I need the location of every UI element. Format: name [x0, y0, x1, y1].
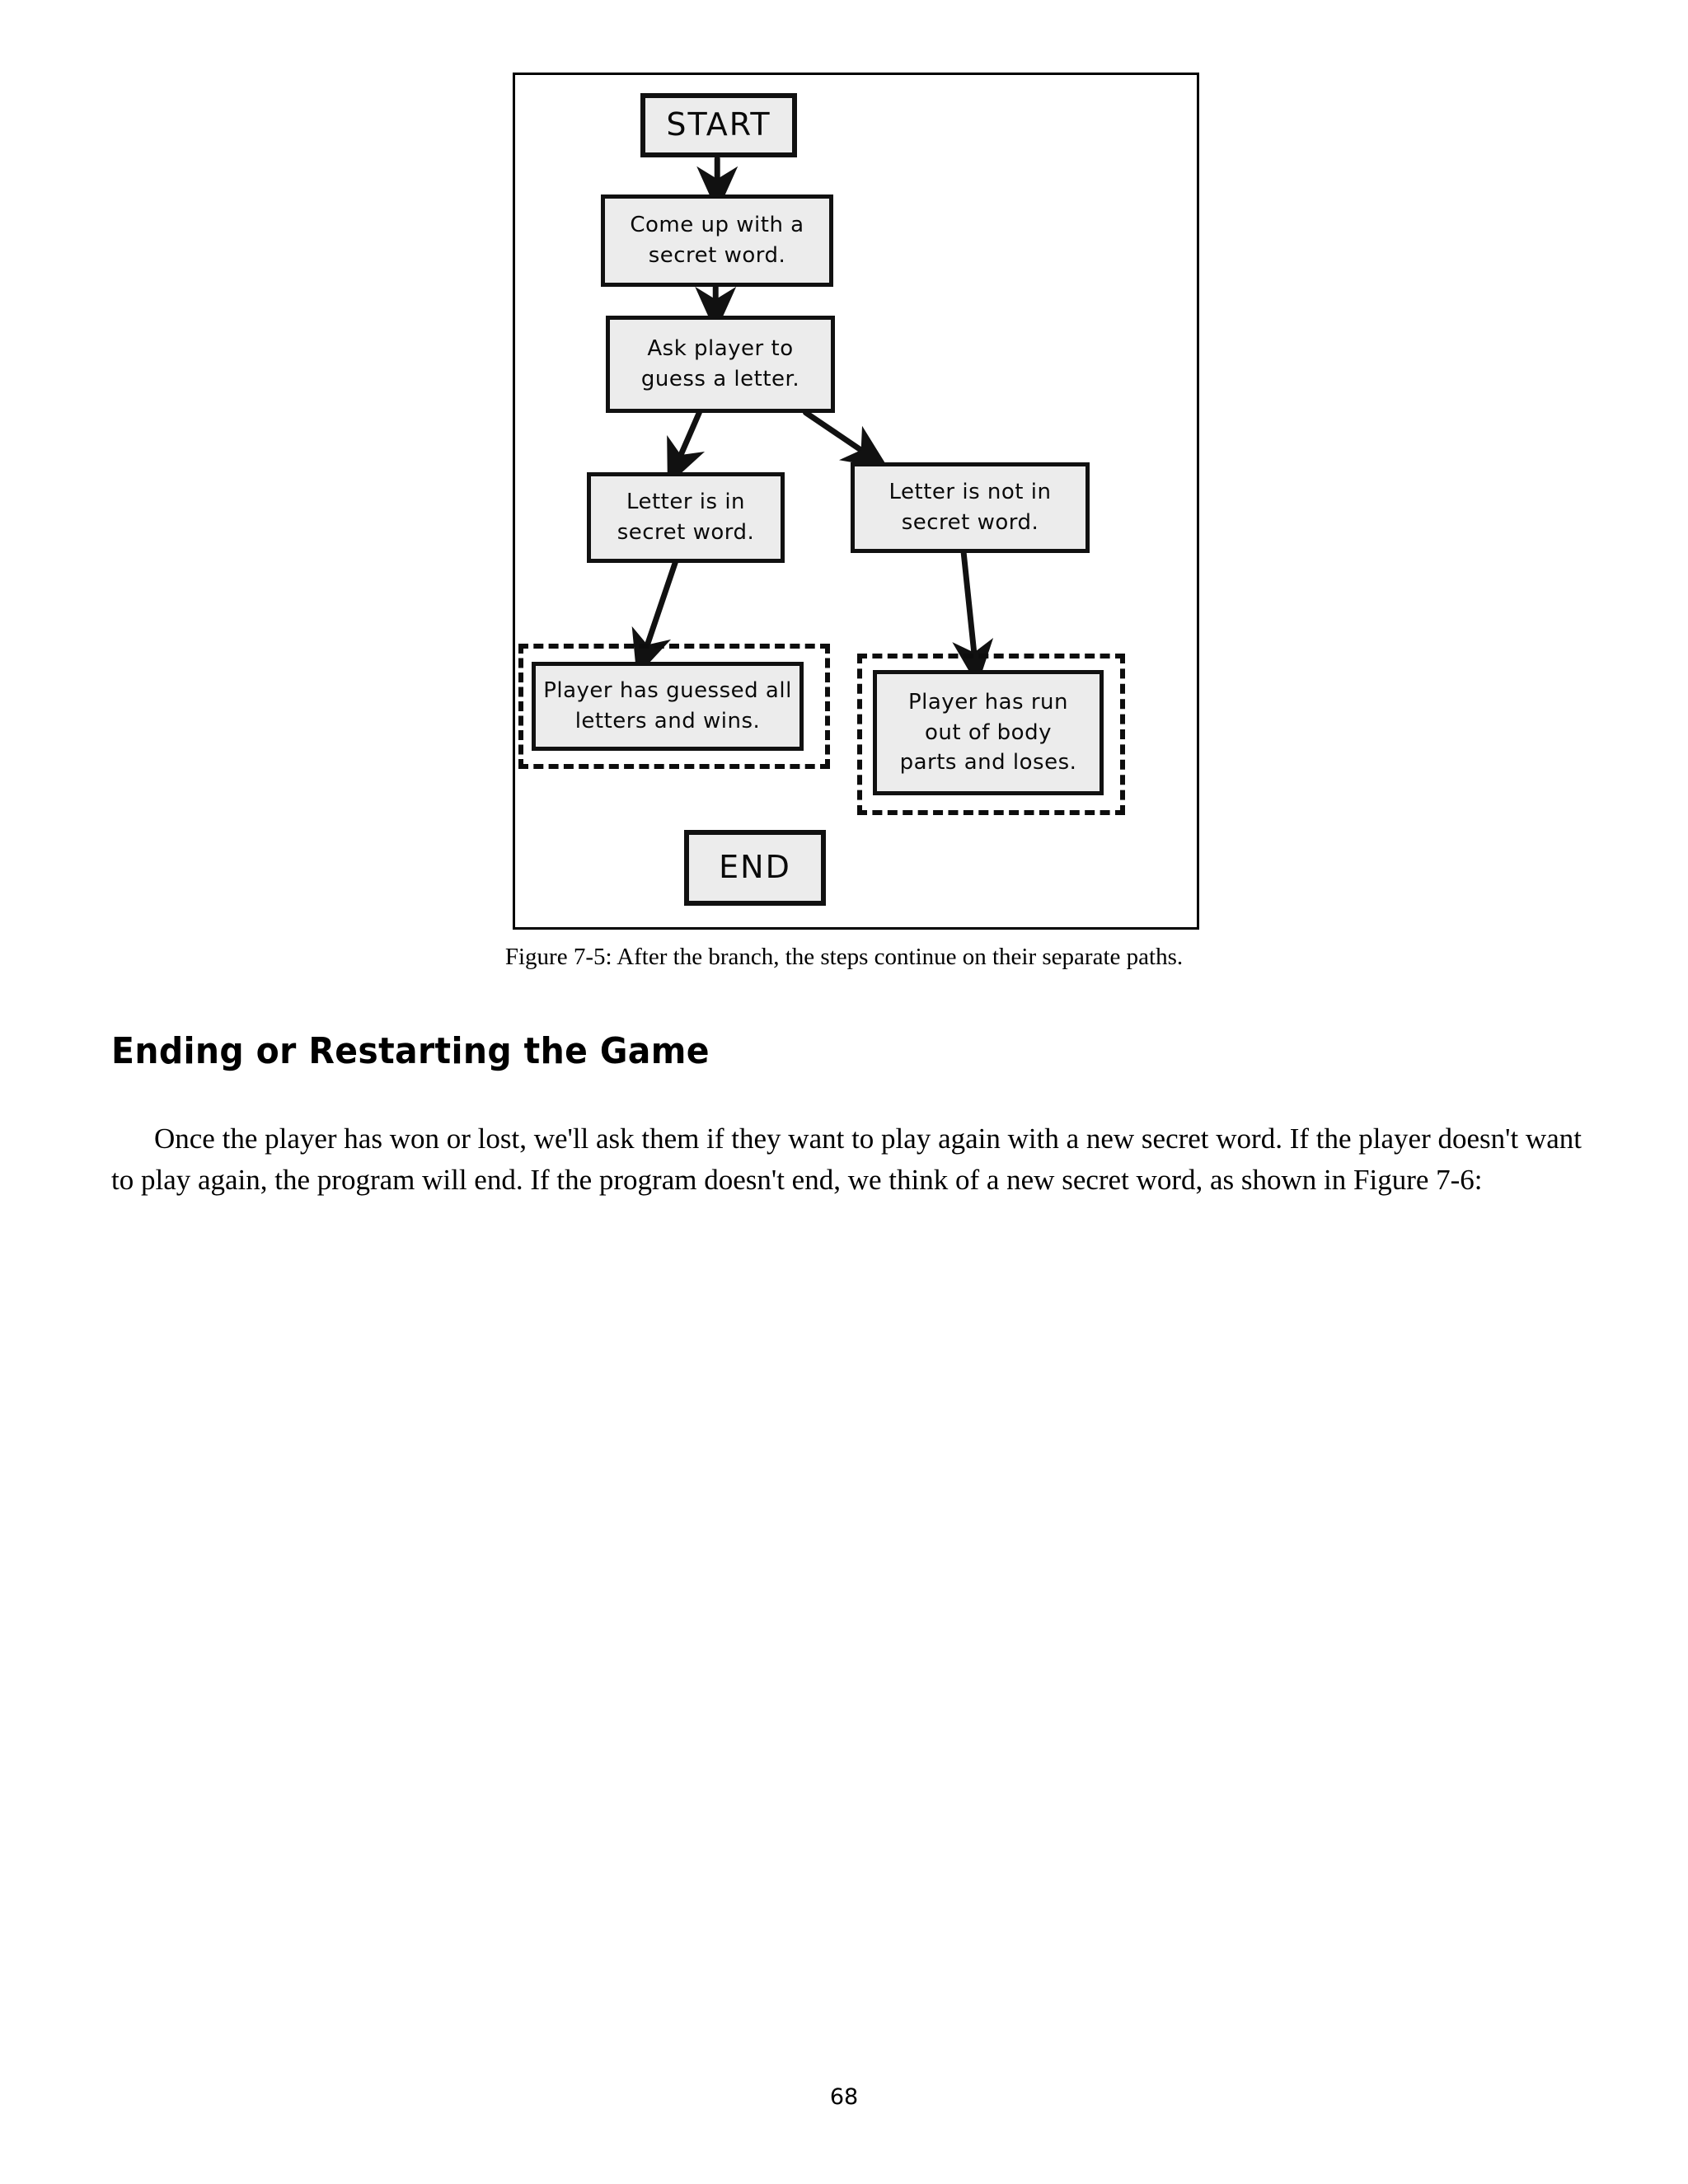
page-number: 68: [829, 2084, 859, 2110]
flow-node-wins-label: Player has guessed all letters and wins.: [543, 678, 792, 733]
figure-caption: Figure 7-5: After the branch, the steps …: [504, 944, 1184, 970]
flow-node-loses-label: Player has run out of body parts and los…: [899, 689, 1077, 776]
edge-letterin-to-wins: [631, 559, 679, 677]
flow-node-player-loses: Player has run out of body parts and los…: [873, 670, 1104, 795]
flow-node-come-up-with-secret-word: Come up with a secret word.: [601, 194, 833, 287]
edge-ask-to-letterin: [667, 410, 706, 486]
highlight-ring-wins: [518, 644, 830, 769]
flow-node-end-label: END: [719, 849, 791, 886]
flow-node-ask-label: Ask player to guess a letter.: [640, 336, 800, 391]
flow-node-start-label: START: [666, 106, 771, 143]
flow-node-come-up-label: Come up with a secret word.: [630, 213, 804, 268]
flow-node-letter-is-not-in-secret-word: Letter is not in secret word.: [851, 462, 1090, 553]
flow-node-ask-player-guess-letter: Ask player to guess a letter.: [606, 316, 835, 413]
flow-node-player-wins: Player has guessed all letters and wins.: [532, 662, 804, 751]
flow-node-end: END: [684, 830, 826, 906]
flow-node-letter-not-in-label: Letter is not in secret word.: [889, 480, 1052, 535]
section-heading: Ending or Restarting the Game: [111, 1029, 710, 1072]
flow-node-letter-in-label: Letter is in secret word.: [617, 490, 755, 545]
body-paragraph: Once the player has won or lost, we'll a…: [111, 1122, 1582, 1197]
flowchart-connectors: [631, 155, 994, 686]
edge-letternotin-to-loses: [952, 549, 994, 686]
figure-frame: START Come up with a secret word. Ask pl…: [513, 73, 1199, 930]
flow-node-letter-is-in-secret-word: Letter is in secret word.: [587, 472, 785, 563]
edge-ask-to-letternotin: [802, 410, 889, 469]
flow-node-start: START: [640, 93, 797, 157]
